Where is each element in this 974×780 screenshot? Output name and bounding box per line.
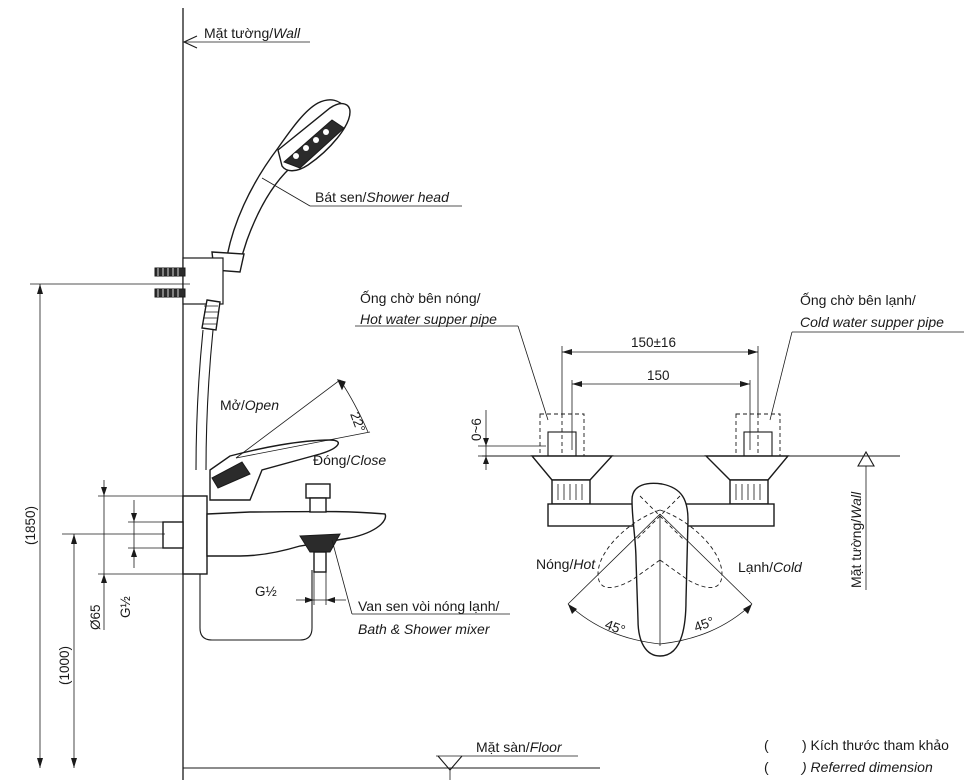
- svg-text:Bát sen/Shower head: Bát sen/Shower head: [315, 189, 450, 205]
- spacing-label: 150: [647, 368, 670, 383]
- floor-marker: Mặt sàn/Floor: [183, 739, 600, 780]
- mixer-label-vi: Van sen vòi nóng lạnh/: [358, 598, 500, 614]
- wall-bracket: [154, 257, 224, 305]
- angle-left-label: 45°: [603, 617, 627, 638]
- cold-pipe-label-vi: Ống chờ bên lạnh/: [800, 291, 916, 308]
- side-wall-marker: Mặt tường/Wall: [848, 450, 875, 590]
- height-mixer-label: (1000): [57, 646, 72, 685]
- thread-vertical-label: G½: [118, 596, 133, 618]
- mixer-callout: Van sen vòi nóng lạnh/ Bath & Shower mix…: [331, 539, 510, 637]
- dimension-1850: (1850): [23, 283, 190, 768]
- cold-pipe-label-en: Cold water supper pipe: [800, 314, 944, 330]
- svg-text:Mặt tường/Wall: Mặt tường/Wall: [204, 25, 301, 41]
- hot-pipe-label-en: Hot water supper pipe: [360, 311, 497, 327]
- legend: ( ) Kích thước tham khảo ( ) Referred di…: [764, 737, 949, 775]
- svg-text:Mặt tường/Wall: Mặt tường/Wall: [848, 491, 864, 588]
- wall-top-label: Mặt tường/Wall: [182, 25, 310, 49]
- dimension-offset: 0~6: [469, 410, 546, 470]
- floor-label-vi: Mặt sàn/: [476, 739, 530, 755]
- dimension-thread-bottom: G½: [255, 572, 346, 605]
- wall-side-label-vi: Mặt tường/: [848, 519, 864, 588]
- lever-angle: 22°: [235, 379, 371, 459]
- open-label: Mở/Open: [220, 397, 279, 413]
- mixer-side: [162, 439, 387, 575]
- legend-label-vi: ) Kích thước tham khảo: [802, 737, 949, 753]
- dimension-spacing: 150: [571, 368, 751, 450]
- legend-label-en: ) Referred dimension: [800, 759, 933, 775]
- rotation-angles: 45° 45°: [567, 513, 753, 646]
- shower-head-label-en: Shower head: [366, 189, 450, 205]
- legend-paren-1: (: [764, 737, 769, 753]
- floor-label-en: Floor: [530, 739, 563, 755]
- shower-hose: [195, 299, 313, 641]
- dimension-thread-vertical: G½: [118, 500, 170, 618]
- wall-side-label-en: Wall: [848, 491, 864, 519]
- thread-bottom-label: G½: [255, 584, 277, 599]
- hot-pipe-label-vi: Ống chờ bên nóng/: [360, 289, 481, 306]
- dimension-diameter: Ø65: [88, 480, 190, 630]
- spacing-tolerance-label: 150±16: [631, 335, 676, 350]
- mixer-label-en: Bath & Shower mixer: [358, 621, 491, 637]
- height-total-label: (1850): [23, 506, 38, 545]
- offset-label: 0~6: [469, 418, 484, 441]
- close-label: Đóng/Close: [313, 452, 386, 468]
- legend-paren-2: (: [764, 759, 769, 775]
- shower-head-callout: Bát sen/Shower head: [261, 177, 462, 207]
- cold-pipe-callout: Ống chờ bên lạnh/ Cold water supper pipe: [769, 291, 964, 421]
- shower-head: [211, 99, 351, 273]
- dimension-spacing-tolerance: 150±16: [561, 335, 759, 414]
- cold-label: Lạnh/Cold: [738, 559, 803, 575]
- svg-text:Mặt sàn/Floor: Mặt sàn/Floor: [476, 739, 563, 755]
- hot-pipe-callout: Ống chờ bên nóng/ Hot water supper pipe: [355, 289, 549, 421]
- dimension-1000: (1000): [57, 533, 165, 768]
- diameter-label: Ø65: [88, 604, 103, 630]
- mixer-front: [530, 455, 790, 657]
- angle-right-label: 45°: [692, 614, 716, 635]
- lever-angle-label: 22°: [347, 410, 368, 434]
- wall-top-label-vi: Mặt tường/: [204, 25, 273, 41]
- shower-head-label-vi: Bát sen/: [315, 189, 366, 205]
- wall-top-label-en: Wall: [273, 25, 301, 41]
- hot-label: Nóng/Hot: [536, 556, 596, 572]
